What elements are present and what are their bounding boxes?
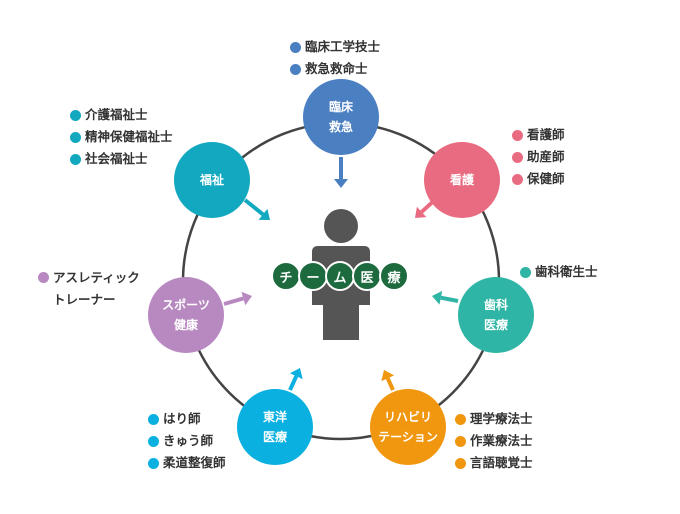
profession-list: 臨床工学技士救急救命士 <box>290 36 380 80</box>
category-node: 歯科 医療 <box>458 277 534 353</box>
profession-item: 助産師 <box>512 146 565 168</box>
bullet-icon <box>148 457 159 469</box>
profession-label: 作業療法士 <box>470 433 533 448</box>
profession-item: 作業療法士 <box>455 430 533 452</box>
profession-label: 助産師 <box>527 149 565 164</box>
profession-label: 柔道整復師 <box>163 455 226 470</box>
bullet-icon <box>148 413 159 425</box>
profession-item: 看護師 <box>512 124 565 146</box>
bullet-icon <box>512 129 523 141</box>
profession-list: アスレティック トレーナー <box>38 267 140 311</box>
profession-label: 言語聴覚士 <box>470 455 533 470</box>
bullet-icon <box>512 173 523 185</box>
person-head-icon <box>324 209 358 243</box>
profession-label: きゅう師 <box>163 433 214 448</box>
arrow-line <box>243 198 265 216</box>
bullet-icon <box>38 272 49 283</box>
profession-item: 救急救命士 <box>290 58 380 80</box>
profession-item: 保健師 <box>512 168 565 190</box>
arrow-head-icon <box>432 290 443 305</box>
profession-label: 看護師 <box>527 127 565 142</box>
profession-list: 理学療法士作業療法士言語聴覚士 <box>455 408 533 474</box>
profession-item: 臨床工学技士 <box>290 36 380 58</box>
profession-item: 柔道整復師 <box>148 452 226 474</box>
team-medicine-title-char: チ <box>271 261 301 291</box>
category-node: 福祉 <box>174 142 250 218</box>
bullet-icon <box>290 63 301 75</box>
profession-label: はり師 <box>163 411 201 426</box>
profession-list: 歯科衛生士 <box>520 261 598 283</box>
category-node: 看護 <box>424 142 500 218</box>
profession-item: 言語聴覚士 <box>455 452 533 474</box>
category-node: 東洋 医療 <box>237 389 313 465</box>
arrow-head-icon <box>334 179 348 188</box>
arrow-line <box>440 295 459 303</box>
profession-label: 歯科衛生士 <box>535 264 598 279</box>
profession-item: 社会福祉士 <box>70 148 173 170</box>
profession-item: 歯科衛生士 <box>520 261 598 283</box>
category-node: 臨床 救急 <box>303 79 379 155</box>
arrow-line <box>385 377 395 391</box>
bullet-icon <box>455 413 466 425</box>
profession-item: 理学療法士 <box>455 408 533 430</box>
bullet-icon <box>455 457 466 469</box>
bullet-icon <box>290 41 301 53</box>
profession-item: 介護福祉士 <box>70 104 173 126</box>
profession-label: 社会福祉士 <box>85 151 148 166</box>
profession-label: 臨床工学技士 <box>305 39 381 54</box>
category-node: スポーツ 健康 <box>148 277 224 353</box>
team-medicine-title-char: 療 <box>379 261 409 291</box>
arrow-head-icon <box>381 370 395 382</box>
profession-label: 理学療法士 <box>470 411 533 426</box>
team-medicine-title-char: ー <box>298 261 328 291</box>
team-medicine-title-char: ム <box>325 261 355 291</box>
team-medicine-title-char: 医 <box>352 261 382 291</box>
bullet-icon <box>70 131 81 143</box>
bullet-icon <box>455 435 466 447</box>
arrow-head-icon <box>258 208 270 220</box>
profession-item: はり師 <box>148 408 226 430</box>
profession-list: はり師きゅう師柔道整復師 <box>148 408 226 474</box>
arrow-line <box>223 296 244 306</box>
bullet-icon <box>520 266 531 278</box>
category-node: リハビリ テーション <box>370 389 446 465</box>
profession-item: アスレティック トレーナー <box>38 267 140 311</box>
profession-list: 看護師助産師保健師 <box>512 124 565 190</box>
bullet-icon <box>70 153 81 165</box>
profession-label: アスレティック トレーナー <box>53 270 140 307</box>
bullet-icon <box>148 435 159 447</box>
profession-list: 介護福祉士精神保健福祉士社会福祉士 <box>70 104 173 170</box>
arrow-head-icon <box>289 368 303 380</box>
profession-item: きゅう師 <box>148 430 226 452</box>
arrow-line <box>288 375 299 391</box>
profession-label: 救急救命士 <box>305 61 368 76</box>
bullet-icon <box>512 151 523 163</box>
arrow-head-icon <box>415 206 427 218</box>
profession-label: 介護福祉士 <box>85 107 148 122</box>
profession-label: 保健師 <box>527 171 565 186</box>
bullet-icon <box>70 109 81 121</box>
profession-label: 精神保健福祉士 <box>85 129 173 144</box>
arrow-head-icon <box>241 291 252 306</box>
profession-item: 精神保健福祉士 <box>70 126 173 148</box>
